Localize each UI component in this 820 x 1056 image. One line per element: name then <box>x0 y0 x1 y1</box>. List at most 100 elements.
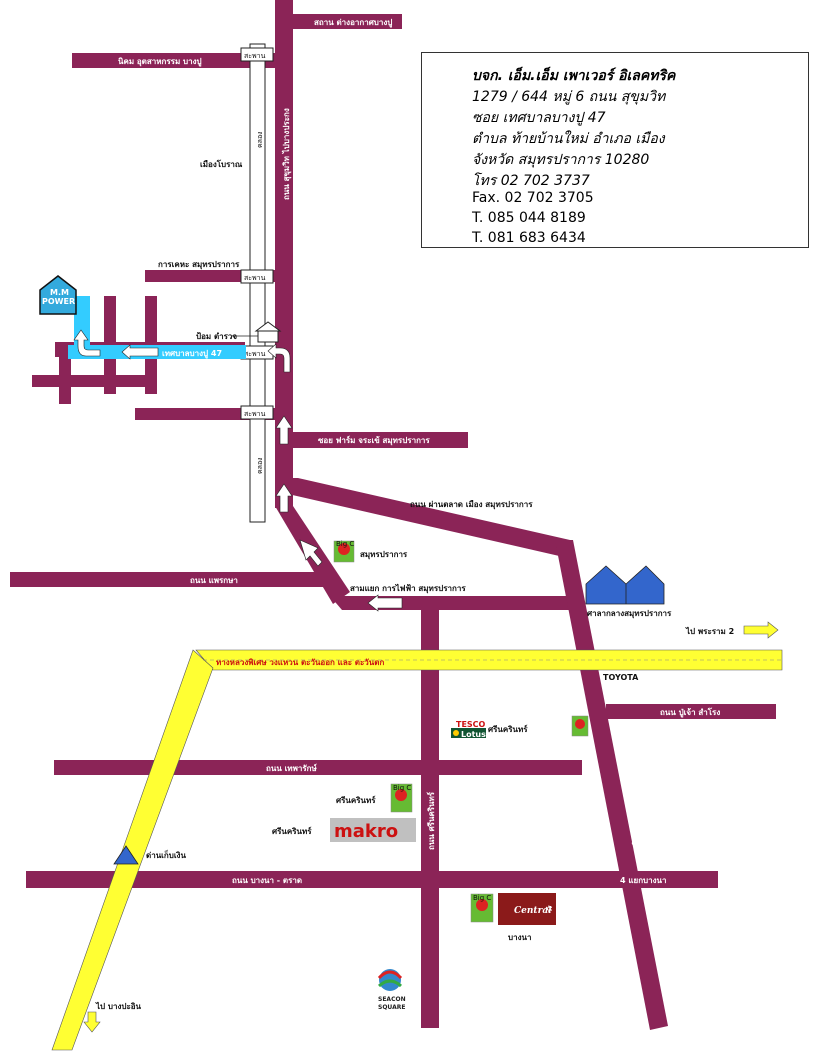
arrow-to-rama2 <box>743 621 779 639</box>
address-line-4: จังหวัด สมุทรปราการ 10280 <box>472 152 650 168</box>
bridge-4-label: สะพาน <box>244 410 266 418</box>
canal: คลอง คลอง สะพาน สะพาน สะพาน สะพาน <box>240 43 274 523</box>
label-sukhumvit-south: ถนน สุขุมวิท <box>629 801 646 846</box>
label-weather-station: สถาน ต่างอากาศบางปู <box>314 18 392 28</box>
to-bangpakong-label: ไป บางปะอิน <box>95 1001 142 1011</box>
label-pu-chao: ถนน ปู่เจ้า สำโรง <box>660 707 720 718</box>
mm-power-marker: M.M POWER <box>39 275 77 315</box>
bigc-srinakarin: Big C <box>390 783 413 813</box>
company-name: บจก. เอ็ม.เอ็ม เพาเวอร์ อิเลคทริค <box>472 68 676 84</box>
bridge-1 <box>240 47 274 62</box>
label-tesco-branch: ศรีนครินทร์ <box>488 724 528 734</box>
highway-motorway-south <box>51 649 214 1051</box>
mm-power-house <box>39 275 77 315</box>
label-theparak: ถนน เทพารักษ์ <box>266 763 317 773</box>
mm-power-label-1: M.M <box>50 288 69 297</box>
arrow-up-2 <box>275 483 293 513</box>
soi47-route: เทศบาลบางปู 47 <box>68 296 246 360</box>
label-ancient-city: เมืองโบราณ <box>200 159 243 169</box>
svg-text:TESCO: TESCO <box>456 720 486 729</box>
bridge-2 <box>240 269 274 284</box>
label-bangna-trat: ถนน บางนา - ตราด <box>232 876 302 885</box>
label-maritime: การเคหะ สมุทรปราการ <box>158 260 240 270</box>
bridge-4 <box>240 405 274 420</box>
label-sukhumvit-north: ถนน สุขุมวิท ไปบางประกง <box>281 108 292 200</box>
to-rama2-label: ไป พระราม 2 <box>685 626 734 636</box>
police-label: ป้อม ตำรวจ <box>196 331 237 341</box>
label-industrial: นิคม อุตสาหกรรม บางปู <box>118 57 202 67</box>
label-market-road: ถนน ผ่านตลาด เมือง สมุทรปราการ <box>410 499 533 510</box>
bigc-icons: Big C Big C Big C <box>333 540 589 923</box>
police-box-body <box>257 329 279 343</box>
svg-text:Big C: Big C <box>393 784 411 792</box>
road-west-horizontal <box>32 375 150 387</box>
bridge-3-label: สะพาน <box>244 350 266 358</box>
police-box: ป้อม ตำรวจ <box>196 321 282 343</box>
label-toyota: TOYOTA <box>603 673 639 682</box>
city-hall-icon <box>585 565 665 605</box>
police-box-roof <box>254 321 282 332</box>
arrow-turn-up-left <box>73 329 101 357</box>
svg-text:SEACON: SEACON <box>378 996 406 1003</box>
road-sukhumvit-north <box>275 0 293 508</box>
road-labels: ถนน สุขุมวิท ไปบางประกง สถาน ต่างอากาศบา… <box>118 18 720 942</box>
svg-text:✲: ✲ <box>545 905 553 915</box>
bridge-1-label: สะพาน <box>244 52 266 60</box>
bigc-bangna: Big C <box>470 893 494 923</box>
svg-text:Big C: Big C <box>473 894 491 902</box>
seacon-square-logo: SEACON SQUARE <box>377 969 406 1011</box>
svg-text:Big C: Big C <box>336 540 354 548</box>
road-soi-farm <box>290 432 468 448</box>
motorway-label: ทางหลวงพิเศษ วงแหวน ตะวันออก และ ตะวันตก <box>216 658 384 667</box>
label-samut-prakan: สมุทรปราการ <box>360 550 408 560</box>
label-city-hall: ศาลากลางสมุทรปราการ <box>587 609 672 619</box>
address-line-1: 1279 / 644 หมู่ 6 ถนน สุขุมวิท <box>472 89 666 105</box>
soi47-label: เทศบาลบางปู 47 <box>162 349 222 359</box>
toll-icon <box>113 845 139 865</box>
label-bigc-srinakarin: ศรีนครินทร์ <box>336 795 376 805</box>
road-market <box>288 478 570 558</box>
svg-text:SQUARE: SQUARE <box>378 1004 405 1011</box>
arrow-soi47-left <box>121 344 159 360</box>
arrow-to-bangpakong <box>83 1011 101 1033</box>
arrow-junction-left <box>367 594 403 612</box>
address-box: บจก. เอ็ม.เอ็ม เพาเวอร์ อิเลคทริค 1279 /… <box>421 52 809 248</box>
arrow-diagonal <box>299 539 323 567</box>
arrow-up-1 <box>275 415 293 445</box>
road-theparak <box>54 760 582 775</box>
label-bangna-jct: 4 แยกบางนา <box>620 876 666 885</box>
road-industrial <box>72 53 280 68</box>
label-soi-farm: ซอย ฟาร์ม จระเข้ สมุทรปราการ <box>318 435 430 446</box>
road-bangna-trat <box>26 871 718 888</box>
canal-label-1: คลอง <box>256 131 264 148</box>
road-srinakarin <box>421 600 439 1028</box>
tesco-lotus-logo: TESCO Lotus <box>451 720 486 739</box>
label-srinakarin-road: ถนน ศรีนครินทร์ <box>426 791 436 850</box>
highways: ทางหลวงพิเศษ วงแหวน ตะวันออก และ ตะวันตก… <box>51 621 783 1051</box>
fax: Fax. 02 702 3705 <box>472 190 594 206</box>
mobile-2: T. 081 683 6434 <box>472 230 586 246</box>
address-line-2: ซอย เทศบาลบางปู 47 <box>472 110 606 126</box>
road-weather-station <box>290 14 402 29</box>
bigc-samut-prakan: Big C <box>333 540 354 563</box>
canal-label-2: คลอง <box>256 457 264 474</box>
mm-power-label-2: POWER <box>42 297 75 306</box>
bridge-2-label: สะพาน <box>244 274 266 282</box>
label-bangna: บางนา <box>508 933 531 942</box>
makro-logo: makro <box>330 818 416 842</box>
label-makro-branch: ศรีนครินทร์ <box>272 826 312 836</box>
toll-label: ด่านเก็บเงิน <box>146 849 186 860</box>
road-junction <box>330 596 575 610</box>
arrow-turn-sukhumvit <box>267 343 291 373</box>
road-pu-chao <box>606 704 776 719</box>
mobile-1: T. 085 044 8189 <box>472 210 586 226</box>
svg-text:Central: Central <box>514 906 552 916</box>
svg-text:Lotus: Lotus <box>461 730 486 739</box>
phone: โทร 02 702 3737 <box>472 173 590 189</box>
bigc-pu-chao <box>571 715 589 737</box>
label-junction: สามแยก การไฟฟ้า สมุทรปราการ <box>350 583 466 594</box>
central-logo: Central ✲ <box>498 893 556 925</box>
svg-text:makro: makro <box>334 821 398 842</box>
address-line-3: ตำบล ท้ายบ้านใหม่ อำเภอ เมือง <box>472 131 665 147</box>
